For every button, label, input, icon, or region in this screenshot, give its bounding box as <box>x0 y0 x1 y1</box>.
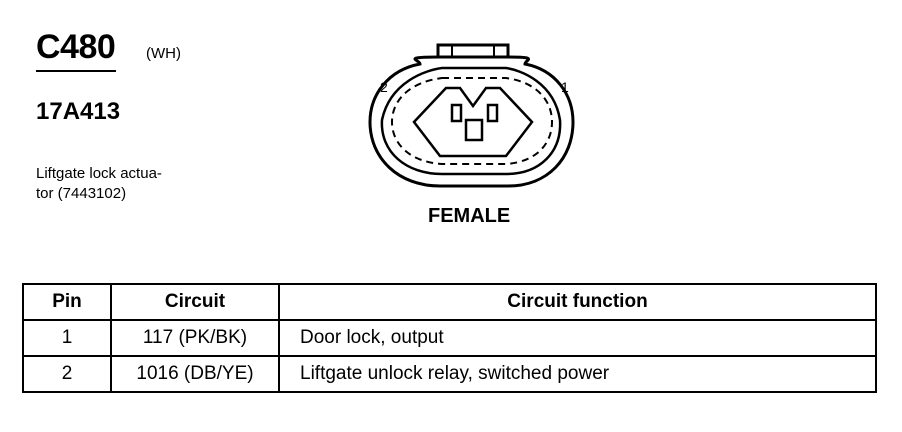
cell-circuit: 117 (PK/BK) <box>110 319 280 357</box>
table-row: 2 1016 (DB/YE) Liftgate unlock relay, sw… <box>22 355 877 393</box>
pin-2-terminal <box>450 103 463 123</box>
connector-keyway-dashed <box>390 77 554 165</box>
pin-label-left: 2 <box>380 79 388 95</box>
header-circuit: Circuit <box>110 283 280 321</box>
cell-pin: 2 <box>22 355 112 393</box>
connector-housing-inner <box>380 66 562 176</box>
header-pin: Pin <box>22 283 112 321</box>
connector-terminal-cavity <box>412 86 534 158</box>
color-code: (WH) <box>146 45 181 62</box>
center-key-slot <box>464 118 484 142</box>
cell-circuit: 1016 (DB/YE) <box>110 355 280 393</box>
part-number: 17A413 <box>36 98 121 125</box>
pin-label-right: 1 <box>561 79 569 95</box>
connector-id-underline <box>36 70 116 72</box>
connector-face-diagram: 2 1 <box>368 43 575 188</box>
description-line-2: tor (7443102) <box>36 185 127 202</box>
pin-1-terminal <box>486 103 499 123</box>
cell-function: Door lock, output <box>278 319 877 357</box>
cell-function: Liftgate unlock relay, switched power <box>278 355 877 393</box>
connector-id: C480 <box>36 28 116 66</box>
table-header-row: Pin Circuit Circuit function <box>22 283 877 321</box>
description-line-1: Liftgate lock actua- <box>36 165 162 182</box>
pin-table: Pin Circuit Circuit function 1 117 (PK/B… <box>22 283 877 393</box>
connector-description: Liftgate lock actua- tor (7443102) <box>36 164 206 204</box>
header-circuit-function: Circuit function <box>278 283 877 321</box>
cell-pin: 1 <box>22 319 112 357</box>
connector-gender-label: FEMALE <box>428 205 511 227</box>
table-row: 1 117 (PK/BK) Door lock, output <box>22 319 877 357</box>
